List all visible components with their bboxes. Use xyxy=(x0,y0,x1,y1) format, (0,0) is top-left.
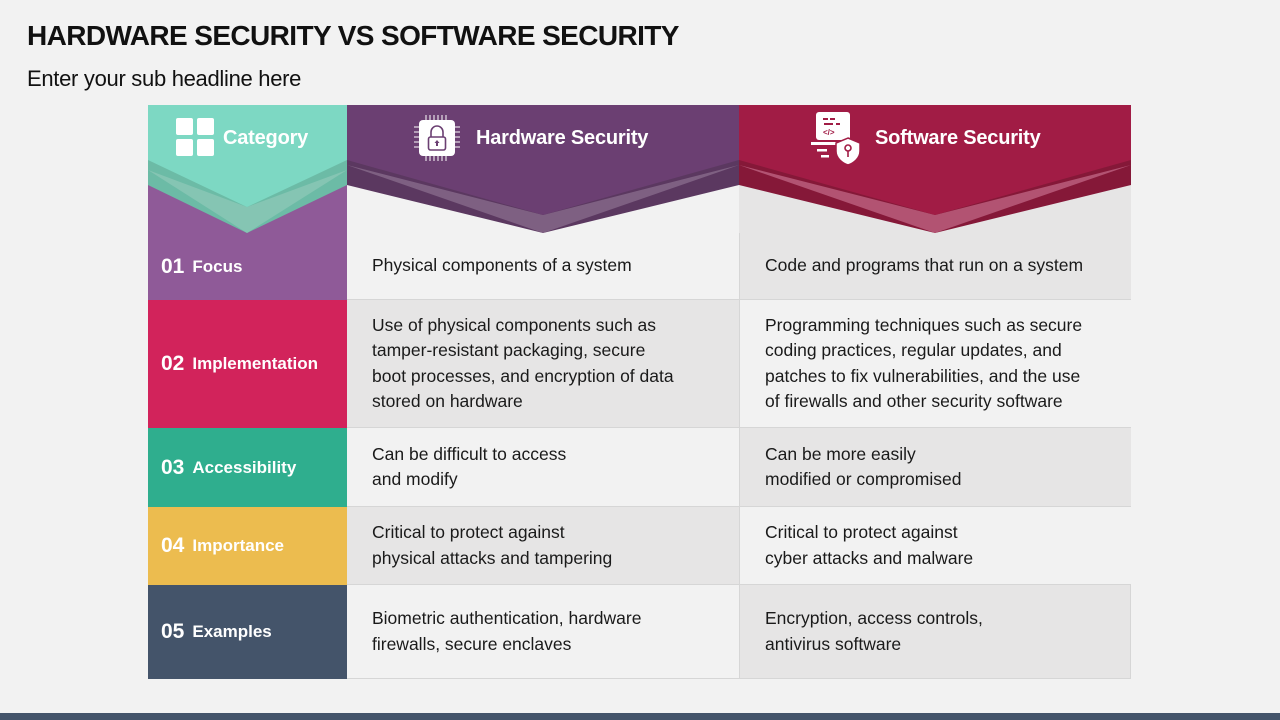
grid-icon xyxy=(176,118,214,156)
code-shield-icon: </> xyxy=(811,112,861,166)
software-cell-examples: Encryption, access controls, antivirus s… xyxy=(739,585,1131,679)
cell-text-line: stored on hardware xyxy=(372,391,523,411)
row-label: Examples xyxy=(192,622,272,641)
cell-text-line: Use of physical components such as xyxy=(372,314,657,335)
row-label: Importance xyxy=(192,536,284,555)
cell-text-line: Can be more easily xyxy=(765,443,916,464)
header-software: Software Security xyxy=(875,127,1041,149)
row-label: Implementation xyxy=(192,354,318,373)
slide-title: HARDWARE SECURITY VS SOFTWARE SECURITY xyxy=(27,20,679,51)
cell-text-line: Physical components of a system xyxy=(372,255,632,276)
cell-text-line: and modify xyxy=(372,469,458,489)
category-cell-focus: 01 Focus xyxy=(148,233,347,300)
row-number: 02 xyxy=(161,352,185,375)
cell-text-line: Programming techniques such as secure xyxy=(765,314,1083,335)
cell-text-line: Encryption, access controls, xyxy=(765,608,983,628)
cell-text-line: Code and programs that run on a system xyxy=(765,255,1084,276)
row-number: 03 xyxy=(161,455,185,479)
header-hardware: Hardware Security xyxy=(476,127,649,149)
cell-text-line: of firewalls and other security software xyxy=(765,391,1063,411)
row-label: Accessibility xyxy=(192,457,297,477)
cell-text-line: cyber attacks and malware xyxy=(765,547,974,568)
row-label: Focus xyxy=(192,256,243,276)
cell-text-line: Critical to protect against xyxy=(765,522,958,542)
hardware-cell-accessibility: Can be difficult to access and modify xyxy=(347,428,739,507)
footer-bar xyxy=(0,713,1280,720)
cell-text-line: boot processes, and encryption of data xyxy=(372,365,674,386)
cell-text-line: firewalls, secure enclaves xyxy=(372,633,572,654)
cell-text-line: antivirus software xyxy=(765,633,902,654)
row-number: 04 xyxy=(161,534,185,557)
hardware-cell-examples: Biometric authentication, hardware firew… xyxy=(347,585,739,679)
software-cell-focus: Code and programs that run on a system xyxy=(739,233,1131,300)
category-cell-accessibility: 03 Accessibility xyxy=(148,428,347,507)
chip-lock-icon xyxy=(414,115,460,161)
hardware-cell-focus: Physical components of a system xyxy=(347,233,739,300)
cell-text-line: patches to fix vulnerabilities, and the … xyxy=(765,365,1081,386)
category-cell-implementation: 02 Implementation xyxy=(148,300,347,428)
table-header-chevrons xyxy=(148,105,1131,233)
row-number: 01 xyxy=(161,254,185,278)
cell-text-line: coding practices, regular updates, and xyxy=(765,340,1062,360)
category-cell-importance: 04 Importance xyxy=(148,507,347,585)
software-cell-implementation: Programming techniques such as secure co… xyxy=(739,300,1131,428)
cell-text-line: Biometric authentication, hardware xyxy=(372,608,642,628)
software-cell-importance: Critical to protect against cyber attack… xyxy=(739,507,1131,585)
software-cell-accessibility: Can be more easily modified or compromis… xyxy=(739,428,1131,507)
cell-text-line: physical attacks and tampering xyxy=(372,547,613,568)
hardware-cell-importance: Critical to protect against physical att… xyxy=(347,507,739,585)
hardware-cell-implementation: Use of physical components such as tampe… xyxy=(347,300,739,428)
category-cell-examples: 05 Examples xyxy=(148,585,347,679)
header-category: Category xyxy=(223,127,309,149)
row-number: 05 xyxy=(161,620,185,643)
cell-text-line: Critical to protect against xyxy=(372,522,565,542)
slide-subtitle: Enter your sub headline here xyxy=(27,66,302,91)
cell-text-line: tamper-resistant packaging, secure xyxy=(372,340,646,360)
cell-text-line: Can be difficult to access xyxy=(372,443,567,464)
cell-text-line: modified or compromised xyxy=(765,469,962,489)
svg-text:</>: </> xyxy=(823,128,835,137)
